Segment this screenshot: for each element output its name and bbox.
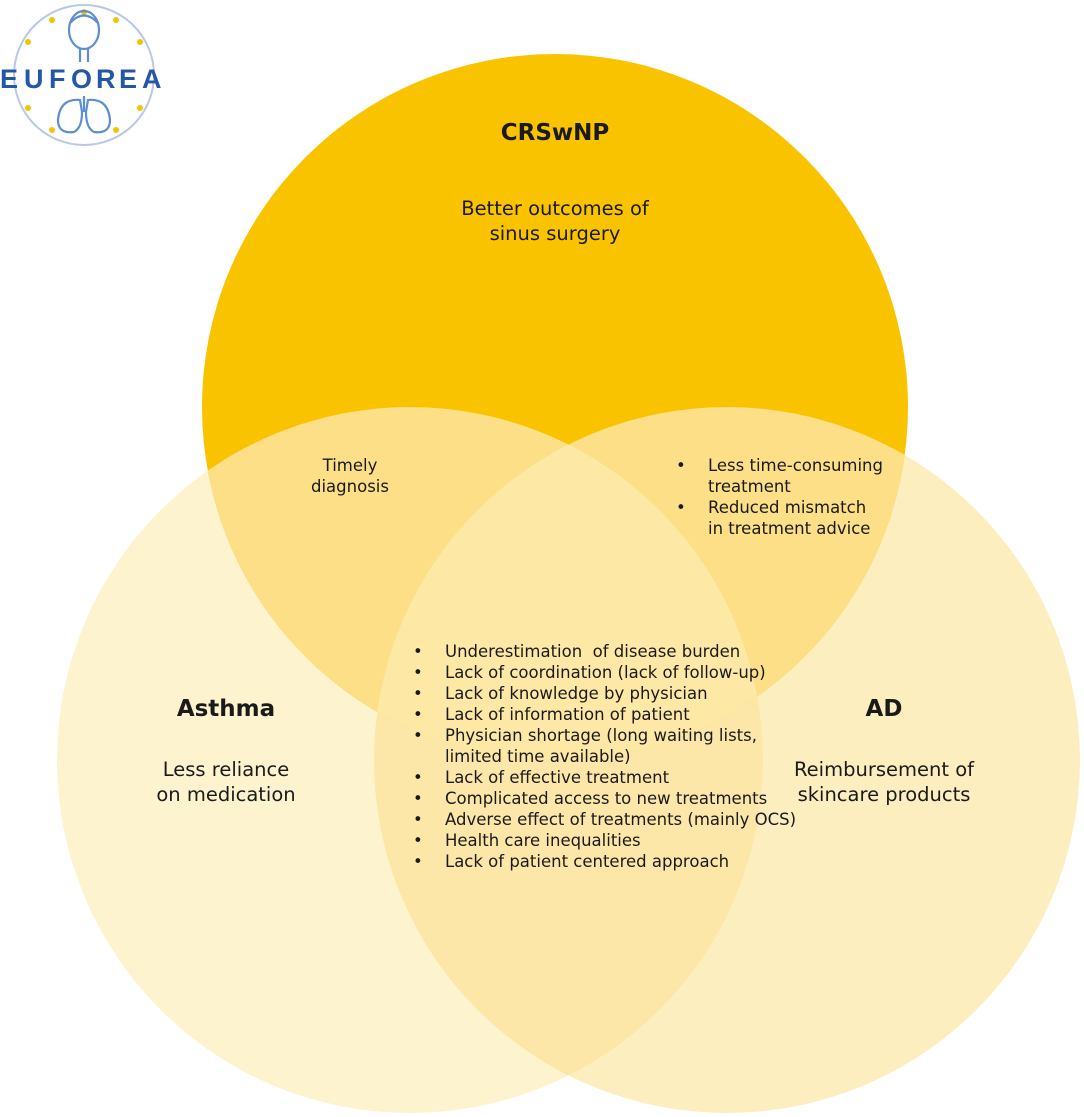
ad-desc-line: skincare products: [797, 783, 971, 806]
list-item: Adverse effect of treatments (mainly OCS…: [409, 809, 809, 830]
ad-title: AD: [865, 696, 903, 722]
logo-letter: F: [49, 64, 66, 94]
list-item: Reduced mismatch in treatment advice: [672, 497, 912, 539]
crswnp-title: CRSwNP: [500, 120, 610, 146]
logo-letter: E: [119, 64, 137, 94]
overlap-line: diagnosis: [311, 477, 389, 496]
list-item: Complicated access to new treatments: [409, 788, 809, 809]
logo-letter: R: [96, 64, 116, 94]
crswnp-desc-line: sinus surgery: [489, 222, 621, 245]
logo-letter: A: [142, 64, 162, 94]
asthma-title: Asthma: [176, 696, 276, 722]
asthma-description: Less reliance on medication: [101, 757, 351, 807]
list-item: Lack of coordination (lack of follow-up): [409, 662, 809, 683]
list-item: Health care inequalities: [409, 830, 809, 851]
euforea-logo: E U F O R E A: [0, 4, 162, 146]
center-overlap-list: Underestimation of disease burden Lack o…: [409, 641, 809, 872]
logo-letter: O: [71, 64, 92, 94]
crswnp-desc-line: Better outcomes of: [461, 197, 649, 220]
ad-description: Reimbursement of skincare products: [759, 757, 1009, 807]
overlap-line: Timely: [322, 456, 378, 475]
asthma-desc-line: Less reliance: [162, 758, 290, 781]
logo-letter: U: [24, 64, 44, 94]
ad-desc-line: Reimbursement of: [794, 758, 974, 781]
list-item: Lack of patient centered approach: [409, 851, 809, 872]
list-item: Lack of effective treatment: [409, 767, 809, 788]
crswnp-ad-overlap-list: Less time-consuming treatment Reduced mi…: [672, 455, 912, 539]
list-item: Less time-consuming treatment: [672, 455, 912, 497]
list-item: Underestimation of disease burden: [409, 641, 809, 662]
logo-letter: E: [0, 64, 18, 94]
center-overlap: [374, 407, 763, 760]
crswnp-asthma-overlap-text: Timely diagnosis: [290, 455, 410, 497]
logo-ring: [13, 4, 155, 146]
list-item: Physician shortage (long waiting lists, …: [409, 725, 809, 767]
list-item: Lack of information of patient: [409, 704, 809, 725]
asthma-desc-line: on medication: [156, 783, 296, 806]
list-item: Lack of knowledge by physician: [409, 683, 809, 704]
crswnp-description: Better outcomes of sinus surgery: [405, 196, 705, 246]
head-lungs-icon: [56, 9, 112, 134]
